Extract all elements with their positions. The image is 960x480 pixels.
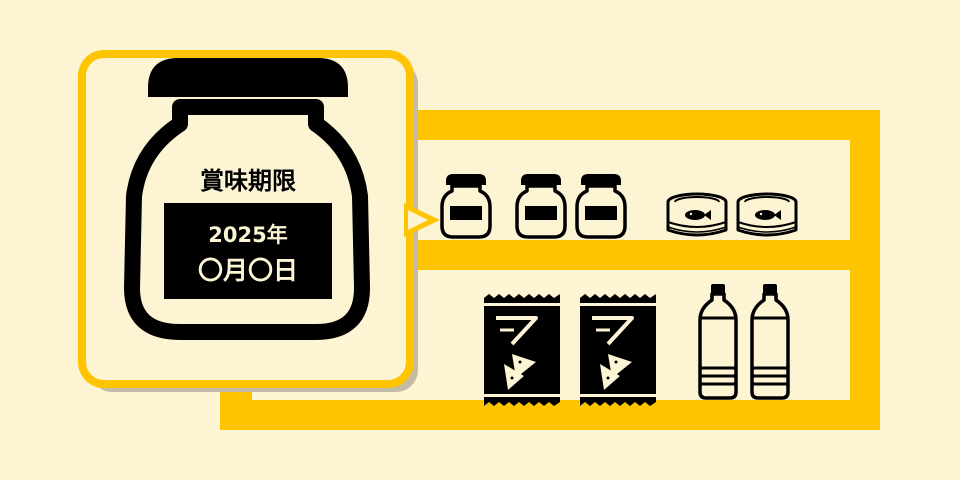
shelf-snack-2 xyxy=(578,292,658,408)
shelf-jar-3 xyxy=(575,172,627,239)
shelf-bottle-1 xyxy=(698,282,738,400)
shelf-can-2 xyxy=(736,192,798,237)
shelf-jar-1 xyxy=(440,172,492,239)
shelf-jar-2 xyxy=(515,172,567,239)
expiry-label: 賞味期限 xyxy=(200,167,296,195)
shelf-unit xyxy=(220,110,880,430)
shelf-snack-1 xyxy=(482,292,562,408)
expiry-year: 2025年 xyxy=(208,223,287,247)
expiry-date: 〇月〇日 xyxy=(198,256,298,285)
expiry-date-plate xyxy=(164,203,332,299)
shelf-bottle-2 xyxy=(750,282,790,400)
shelf-can-1 xyxy=(666,192,728,237)
